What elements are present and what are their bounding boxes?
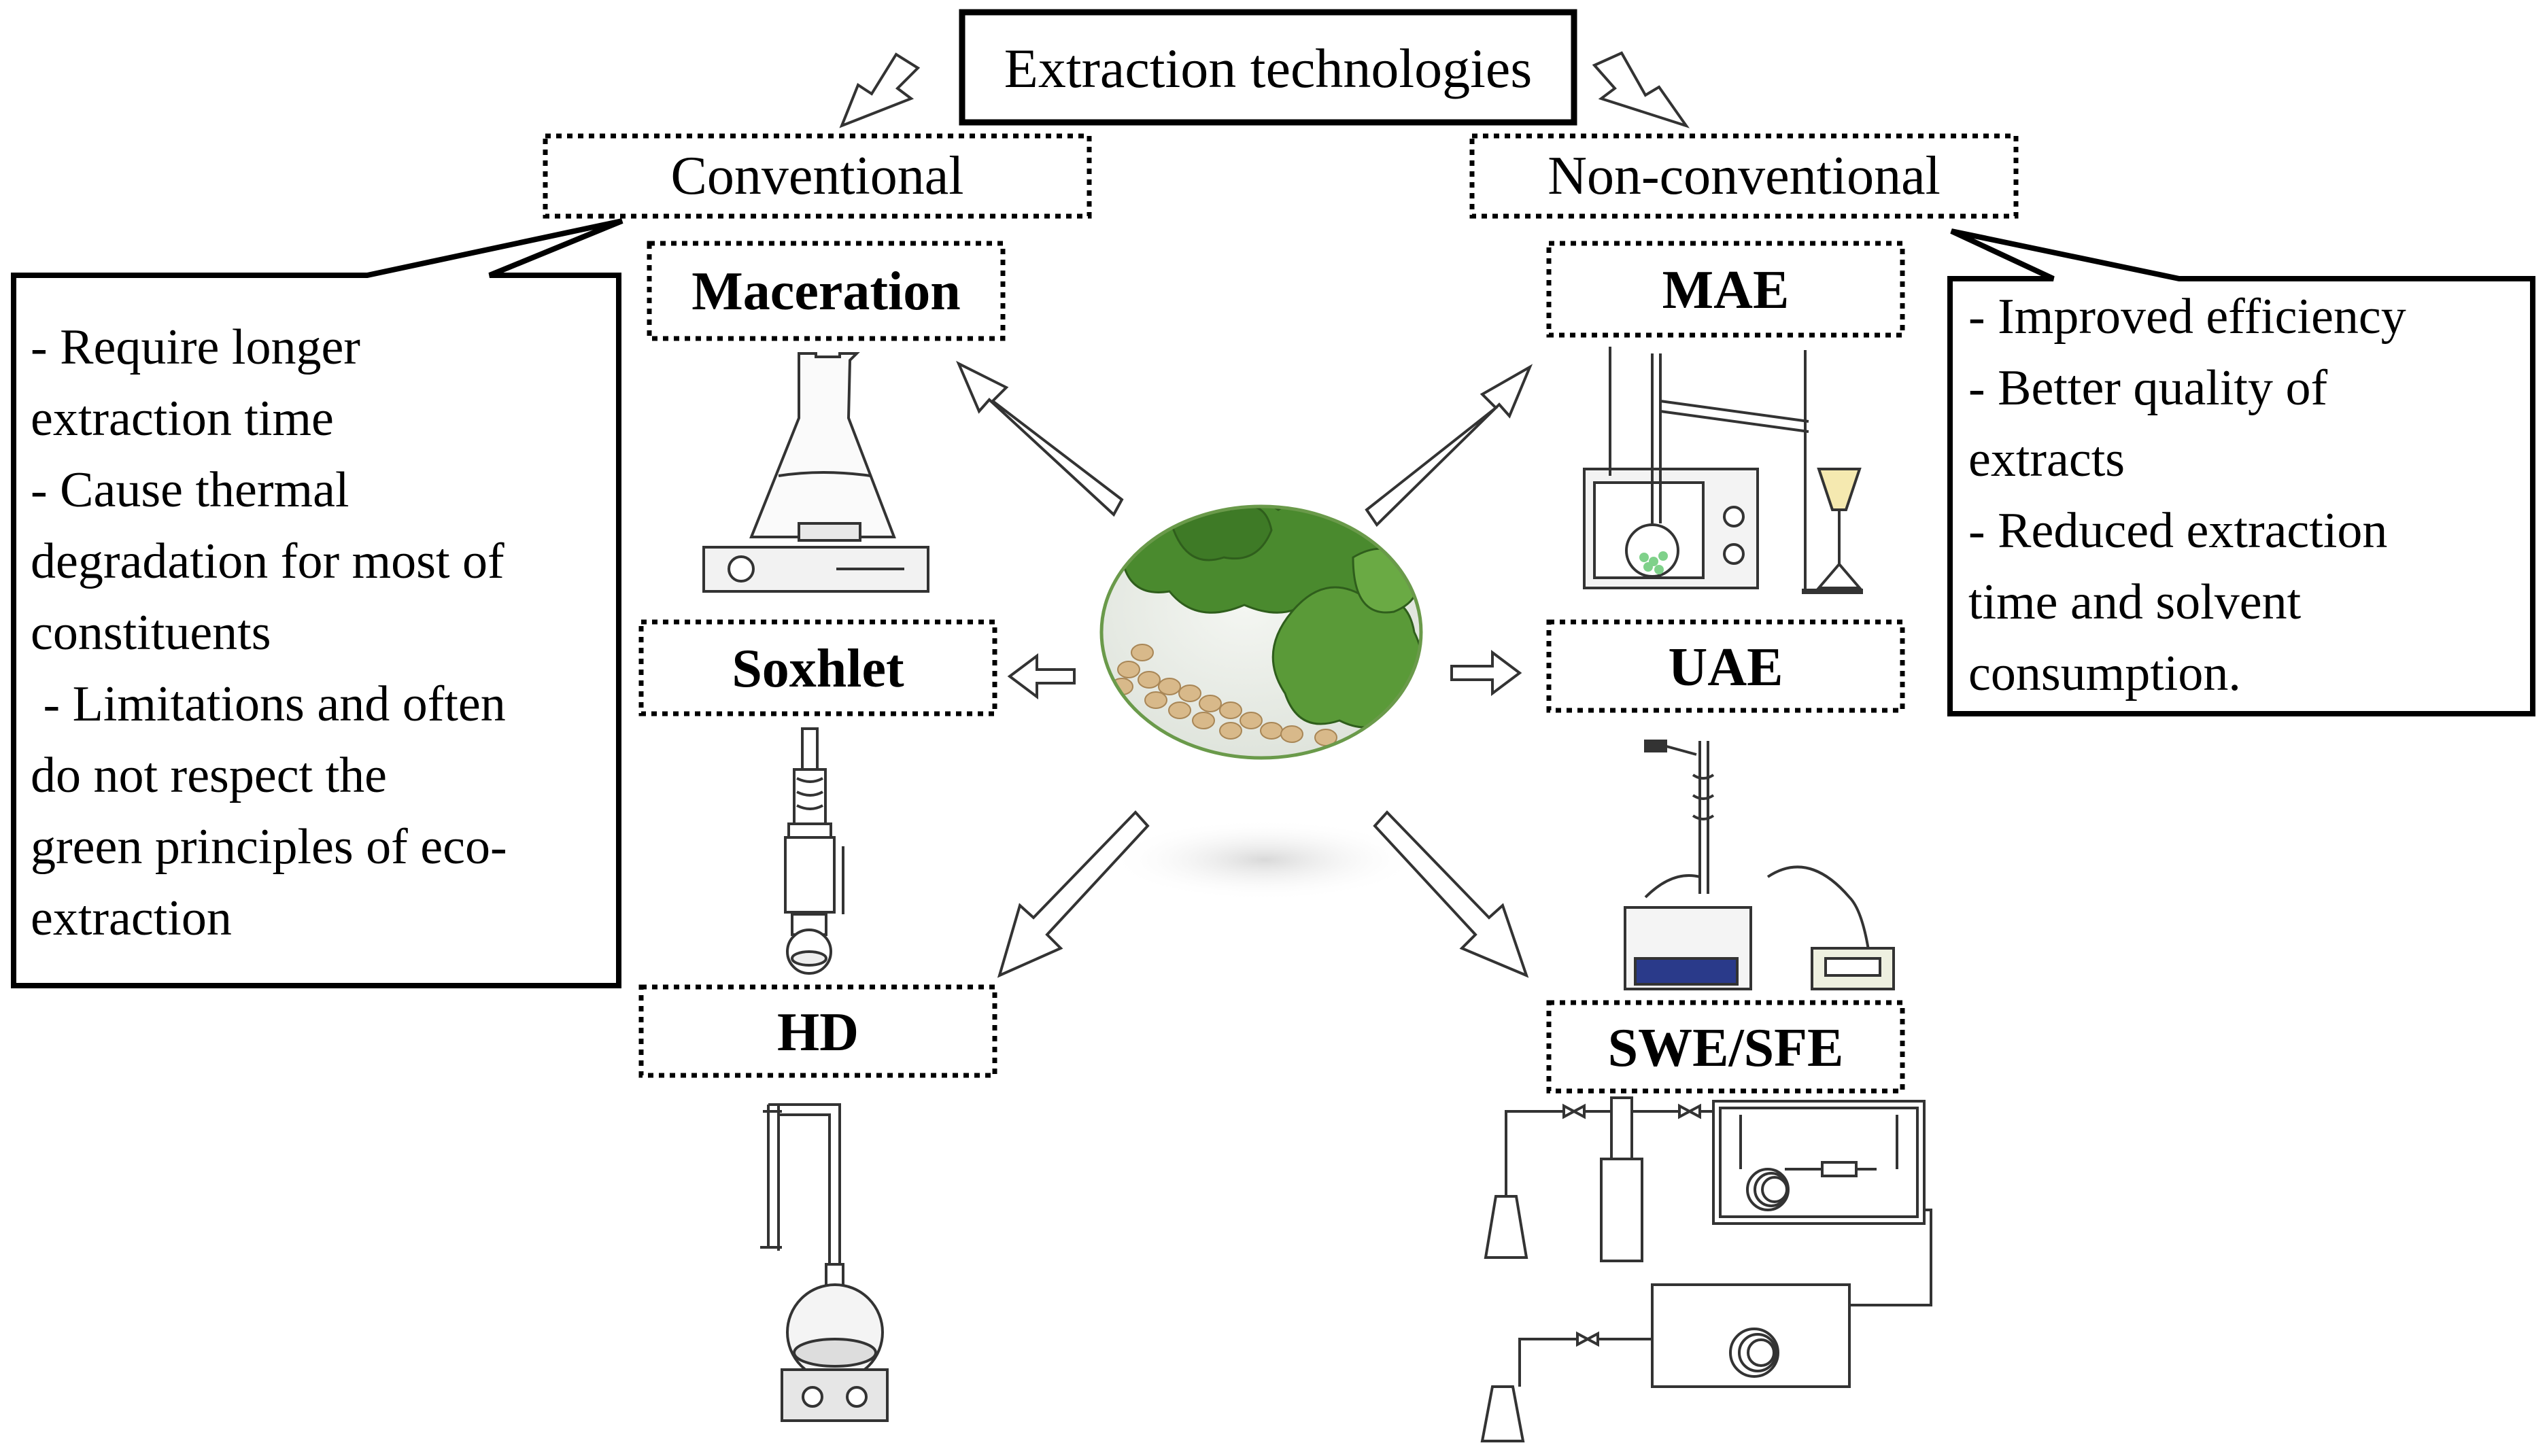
hd-apparatus (760, 1103, 889, 1422)
arrow-to-hd (997, 810, 1150, 978)
title-text: Extraction technologies (1004, 37, 1532, 99)
method-arrows (956, 360, 1533, 978)
title-box: Extraction technologies (959, 9, 1577, 126)
conventional-notes-callout: - Require longer extraction time - Cause… (11, 218, 623, 988)
non-conventional-notes-callout: - Improved efficiency - Better quality o… (1947, 228, 2535, 716)
nonconv-note-0: - Improved efficiency (1968, 289, 2406, 345)
nonconv-note-2: extracts (1968, 432, 2125, 487)
arrow-to-nonconventional (1592, 51, 1690, 128)
maceration-label: Maceration (691, 262, 960, 322)
nonconv-note-4: time and solvent (1968, 574, 2302, 630)
plant-image (1099, 504, 1423, 901)
conventional-notes-text: - Require longer extraction time - Cause… (31, 319, 507, 946)
mae-apparatus (1583, 347, 1863, 594)
arrow-to-uae (1450, 650, 1522, 696)
non-conventional-notes-text: - Improved efficiency - Better quality o… (1968, 289, 2406, 701)
swe-sfe-apparatus (1480, 1096, 1931, 1442)
hd-label: HD (777, 1003, 859, 1062)
conventional-label: Conventional (670, 146, 963, 206)
conv-note-8: extraction (31, 890, 232, 946)
arrow-to-swe-sfe (1373, 810, 1529, 978)
nonconv-note-5: consumption. (1968, 646, 2241, 701)
conv-note-0: - Require longer (31, 319, 360, 375)
non-conventional-label: Non-conventional (1548, 146, 1941, 206)
arrow-to-conventional (839, 52, 921, 128)
uae-apparatus (1624, 740, 1895, 990)
soxhlet-apparatus (784, 727, 844, 975)
conv-note-4: constituents (31, 605, 271, 661)
arrow-to-soxhlet (1007, 653, 1076, 699)
maceration-box: Maceration (647, 241, 1006, 341)
title-arrows (839, 51, 1690, 128)
maceration-apparatus (702, 352, 929, 593)
swe-sfe-box: SWE/SFE (1546, 1000, 1905, 1094)
soxhlet-box: Soxhlet (638, 619, 997, 716)
swe-sfe-label: SWE/SFE (1608, 1018, 1844, 1078)
conv-note-1: extraction time (31, 391, 334, 447)
conv-note-5: - Limitations and often (31, 676, 506, 732)
nonconv-note-3: - Reduced extraction (1968, 503, 2387, 559)
conv-note-7: green principles of eco- (31, 819, 507, 875)
uae-label: UAE (1669, 638, 1783, 697)
nonconv-note-1: - Better quality of (1968, 360, 2327, 416)
soxhlet-label: Soxhlet (732, 639, 904, 699)
seeds (1110, 644, 1337, 746)
conv-note-2: - Cause thermal (31, 462, 349, 518)
conv-note-3: degradation for most of (31, 534, 505, 589)
conv-note-6: do not respect the (31, 748, 387, 803)
leaves (1121, 506, 1421, 729)
non-conventional-box: Non-conventional (1469, 133, 2019, 219)
conventional-box: Conventional (543, 133, 1092, 219)
uae-box: UAE (1546, 619, 1905, 713)
arrow-to-maceration (956, 360, 1124, 517)
hd-box: HD (638, 984, 997, 1078)
mae-label: MAE (1662, 260, 1790, 320)
arrow-to-mae (1365, 364, 1533, 527)
mae-box: MAE (1546, 241, 1905, 338)
